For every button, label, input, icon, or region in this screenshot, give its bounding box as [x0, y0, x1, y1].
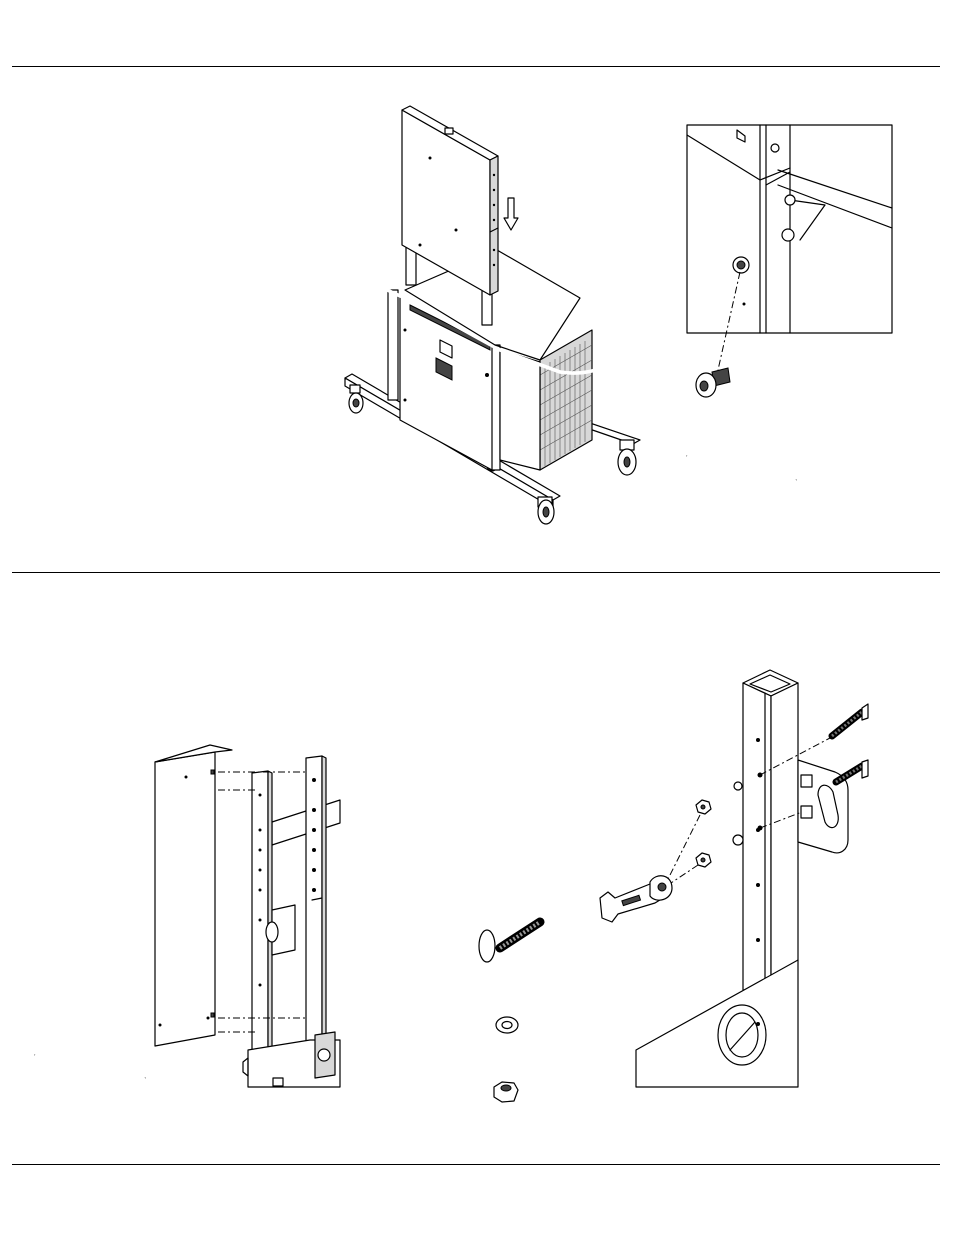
- square-tube-post-icon: [734, 670, 798, 990]
- socket-cap-bolt-icon: [696, 368, 730, 397]
- hex-nut-small-lower-icon: [696, 853, 711, 867]
- base-gusset-icon: [636, 960, 798, 1087]
- nut-leader-lower: [668, 865, 698, 885]
- caster-front-right: [538, 497, 554, 524]
- nut-leader-upper: [665, 815, 700, 885]
- washer-small-icon: [733, 835, 743, 845]
- long-bolt-upper-icon: [832, 704, 868, 736]
- hex-key-icon: [687, 456, 796, 494]
- figure-cart-mounting-post: [0, 100, 954, 540]
- wrench-icon: [600, 876, 672, 922]
- caster-rear-right: [618, 440, 636, 475]
- hex-nut-icon: [494, 1082, 518, 1102]
- carriage-bolt-icon: [479, 922, 540, 962]
- down-arrow-icon: [504, 198, 518, 230]
- washer-icon: [496, 1017, 518, 1033]
- hex-nut-small-upper-icon: [696, 800, 711, 814]
- middle-divider: [12, 572, 940, 573]
- bottom-divider: [12, 1164, 940, 1165]
- detail-inset-icon: [687, 125, 892, 333]
- bracket-plate-icon: [798, 760, 848, 853]
- top-divider: [12, 66, 940, 67]
- long-bolt-lower-icon: [836, 760, 868, 782]
- figure-bracket-hardware: [0, 660, 954, 1110]
- mounting-post-icon: [402, 106, 498, 325]
